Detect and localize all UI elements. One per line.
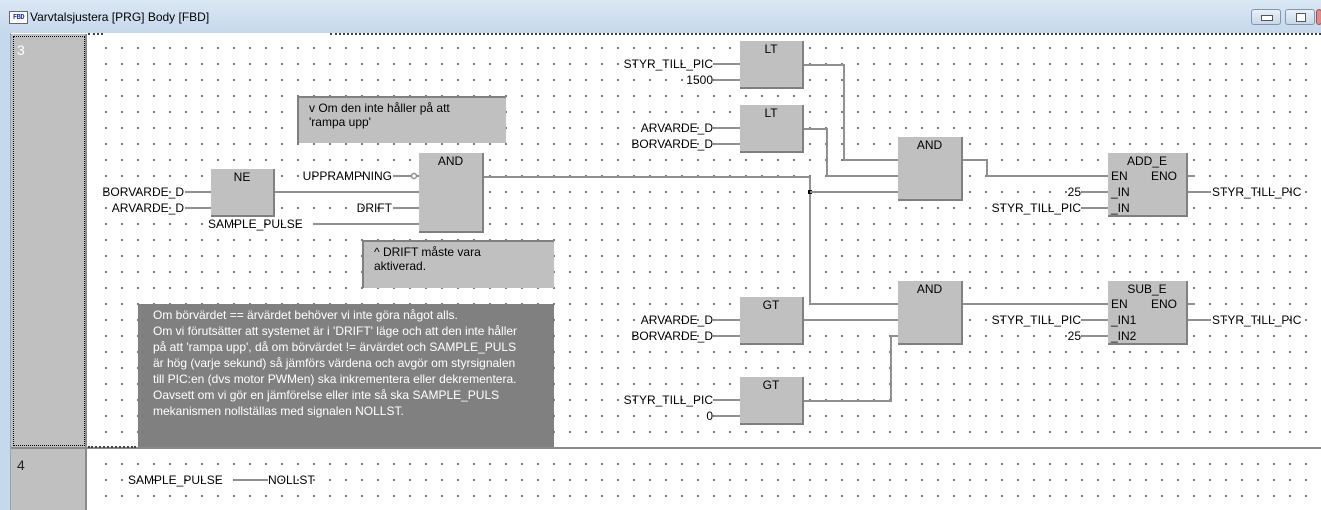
block-type: SUB_E bbox=[1127, 282, 1167, 296]
comment-line: Om börvärdet == ärvärdet behöver vi inte… bbox=[153, 308, 458, 322]
output-variable[interactable]: STYR_TILL_PIC bbox=[1212, 313, 1302, 327]
input-constant[interactable]: 0 bbox=[706, 409, 713, 423]
comment-line: är hög (varje sekund) så jämförs värdena… bbox=[153, 356, 516, 370]
input-constant[interactable]: 1500 bbox=[686, 73, 713, 87]
input-variable-negated[interactable]: UPPRAMPNING bbox=[302, 169, 392, 183]
input-variable[interactable]: SAMPLE_PULSE bbox=[128, 473, 223, 487]
input-variable[interactable]: STYR_TILL_PIC bbox=[991, 201, 1081, 215]
gt-block-1[interactable]: GT bbox=[740, 297, 804, 345]
and-block-2[interactable]: AND bbox=[898, 137, 963, 201]
sub-e-block[interactable]: SUB_E EN ENO _IN1 _IN2 bbox=[1108, 281, 1188, 345]
pin-in: _IN bbox=[1111, 185, 1130, 199]
minimize-button[interactable] bbox=[1251, 9, 1281, 25]
negation-circle bbox=[410, 172, 418, 180]
block-type: LT bbox=[764, 106, 778, 120]
lt-block-1[interactable]: LT bbox=[740, 41, 804, 89]
output-variable[interactable]: NOLLST bbox=[268, 473, 315, 487]
block-type: LT bbox=[764, 42, 778, 56]
input-variable[interactable]: STYR_TILL_PIC bbox=[623, 393, 713, 407]
wire bbox=[803, 335, 898, 402]
wire bbox=[803, 128, 898, 177]
block-type: AND bbox=[916, 138, 943, 152]
pin-in2: _IN2 bbox=[1111, 329, 1137, 343]
input-variable[interactable]: SAMPLE_PULSE bbox=[208, 217, 303, 231]
wire bbox=[803, 64, 898, 161]
input-variable[interactable]: BORVARDE_D bbox=[631, 329, 713, 343]
input-variable[interactable]: ARVARDE_D bbox=[640, 121, 713, 135]
comment-line: Om vi förutsätter att systemet är i 'DRI… bbox=[153, 324, 518, 338]
input-variable[interactable]: ARVARDE_D bbox=[640, 313, 713, 327]
comment-line: Oavsett om vi gör en jämförelse eller in… bbox=[153, 388, 500, 402]
network-number-3[interactable]: 3 bbox=[11, 34, 87, 448]
input-variable[interactable]: BORVARDE_D bbox=[102, 185, 184, 199]
window-frame-left bbox=[0, 33, 11, 510]
input-variable[interactable]: STYR_TILL_PIC bbox=[991, 313, 1081, 327]
comment-line: mekanismen nollställas med signalen NOLL… bbox=[153, 404, 404, 418]
pin-eno: ENO bbox=[1150, 169, 1177, 183]
input-constant[interactable]: 25 bbox=[1067, 185, 1081, 199]
grid-dots-network-4 bbox=[98, 456, 1320, 510]
network-separator bbox=[11, 447, 1321, 449]
network-number-4[interactable]: 4 bbox=[11, 449, 87, 510]
window-title: Varvtalsjustera [PRG] Body [FBD] bbox=[30, 10, 210, 24]
comment-upprampning[interactable]: v Om den inte håller på att 'rampa upp' bbox=[297, 96, 506, 143]
minimize-icon bbox=[1261, 15, 1273, 21]
restore-button[interactable] bbox=[1285, 9, 1315, 25]
block-type: ADD_E bbox=[1126, 154, 1167, 168]
add-e-block[interactable]: ADD_E EN ENO _IN _IN bbox=[1108, 153, 1188, 217]
and-block-3[interactable]: AND bbox=[898, 281, 963, 345]
input-variable[interactable]: DRIFT bbox=[356, 201, 392, 215]
block-type: NE bbox=[233, 170, 251, 184]
block-type: GT bbox=[762, 378, 780, 392]
wire bbox=[962, 159, 1108, 177]
focus-border-top bbox=[88, 33, 103, 35]
pin-eno: ENO bbox=[1150, 297, 1177, 311]
pin-in: _IN bbox=[1111, 201, 1130, 215]
block-type: AND bbox=[916, 282, 943, 296]
block-type: AND bbox=[437, 154, 464, 168]
pin-en: EN bbox=[1111, 169, 1128, 183]
ne-block[interactable]: NE bbox=[211, 169, 275, 217]
pin-in1: _IN1 bbox=[1111, 313, 1137, 327]
comment-drift[interactable]: ^ DRIFT måste vara aktiverad. bbox=[362, 240, 554, 288]
comment-line: på att 'rampa upp', då om börvärdet != ä… bbox=[153, 340, 517, 354]
lt-block-2[interactable]: LT bbox=[740, 105, 804, 153]
gt-block-2[interactable]: GT bbox=[740, 377, 804, 425]
input-variable[interactable]: STYR_TILL_PIC bbox=[623, 57, 713, 71]
fbd-icon: FBD bbox=[9, 11, 28, 24]
input-variable[interactable]: ARVARDE_D bbox=[111, 201, 184, 215]
input-constant[interactable]: 25 bbox=[1067, 329, 1081, 343]
focus-border-bottom bbox=[88, 446, 136, 448]
restore-icon bbox=[1296, 13, 1306, 22]
focus-border-top-right bbox=[330, 33, 1321, 35]
and-block-1[interactable]: AND bbox=[419, 153, 484, 233]
input-variable[interactable]: BORVARDE_D bbox=[631, 137, 713, 151]
pin-en: EN bbox=[1111, 297, 1128, 311]
comment-line: till PIC:en (dvs motor PWMen) ska inkrem… bbox=[153, 372, 517, 386]
close-button[interactable] bbox=[1316, 9, 1321, 25]
block-type: GT bbox=[762, 298, 780, 312]
output-variable[interactable]: STYR_TILL_PIC bbox=[1212, 185, 1302, 199]
comment-description[interactable]: Om börvärdet == ärvärdet behöver vi inte… bbox=[138, 304, 554, 447]
